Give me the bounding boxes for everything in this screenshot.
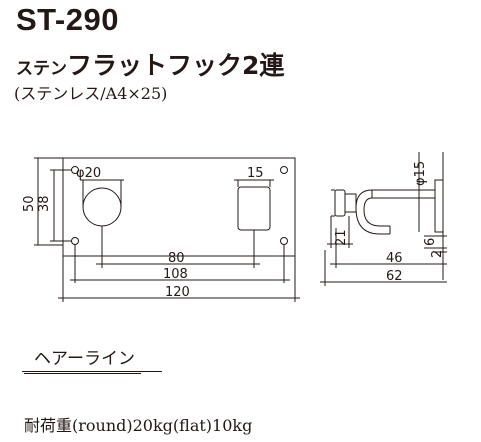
dim-plate-width: 120 bbox=[165, 285, 190, 300]
finish-underline bbox=[22, 345, 162, 372]
dim-outer-spacing: 108 bbox=[163, 267, 188, 282]
round-hook-circle bbox=[82, 187, 122, 227]
dim-side-62: 62 bbox=[386, 269, 403, 284]
dim-side-2: 2 bbox=[430, 250, 445, 258]
finish-label: ヘアーライン bbox=[24, 344, 141, 374]
load-capacity: 耐荷重(round)20kg(flat)10kg bbox=[24, 416, 253, 435]
model-number: ST-290 bbox=[16, 2, 119, 37]
dim-hole-spacing: 80 bbox=[168, 251, 185, 266]
mount-hole-bottom-left bbox=[71, 237, 79, 245]
side-hook-arm bbox=[371, 189, 435, 199]
dim-inner-height: 38 bbox=[37, 195, 52, 212]
dim-side-21: 21 bbox=[334, 229, 349, 246]
product-name-prefix: ステン bbox=[16, 59, 67, 79]
dim-hole-diameter: φ20 bbox=[76, 166, 101, 181]
side-knob bbox=[334, 189, 346, 217]
material-spec: (ステンレス/A4×25) bbox=[14, 84, 168, 103]
side-wall-plate bbox=[434, 179, 444, 233]
mount-hole-top-right bbox=[280, 166, 288, 174]
flat-hook-slot bbox=[237, 186, 271, 231]
product-name-main: フラットフック2連 bbox=[67, 51, 285, 80]
dim-slot-width: 15 bbox=[247, 166, 264, 181]
mount-hole-bottom-right bbox=[280, 237, 288, 245]
dim-side-46: 46 bbox=[386, 251, 403, 266]
front-plate-outline bbox=[62, 157, 296, 257]
product-name: ステンフラットフック2連 bbox=[16, 46, 284, 82]
dim-plate-height: 50 bbox=[22, 195, 37, 212]
dim-side-diameter: φ15 bbox=[413, 161, 428, 186]
dim-side-6: 6 bbox=[423, 238, 438, 246]
